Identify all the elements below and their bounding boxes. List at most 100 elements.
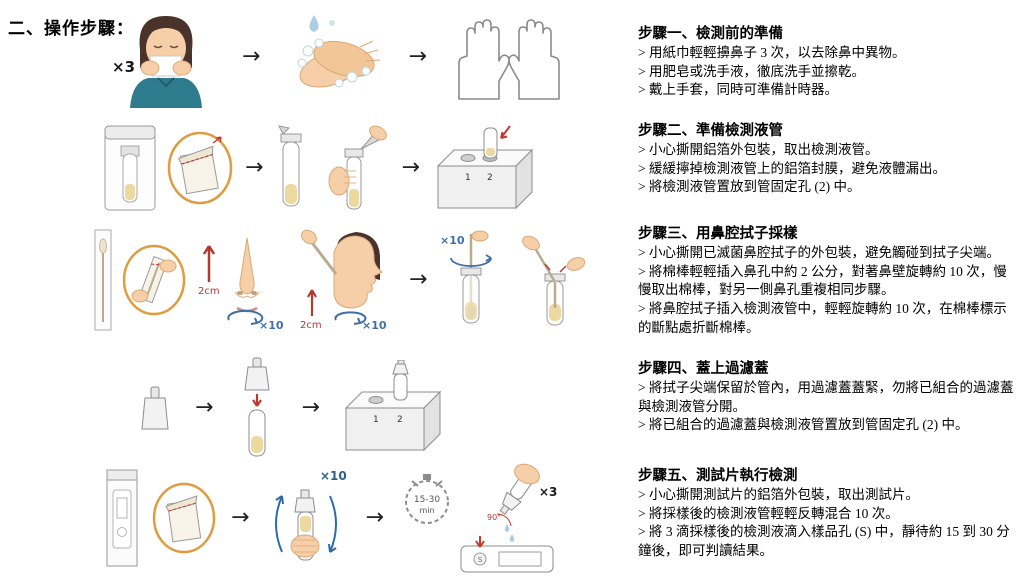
cassette-pouch: [106, 469, 138, 567]
slot1-label: 1: [373, 415, 379, 425]
step1-line: > 用肥皂或洗手液，徹底洗手並擦乾。: [638, 63, 865, 79]
step3-title: 步驟三、用鼻腔拭子採樣: [638, 226, 798, 242]
step2-illustration-row: → → 1 2: [103, 122, 534, 214]
step4-title: 步驟四、蓋上過濾蓋: [638, 361, 769, 377]
rotate-arrow-icon: [450, 254, 493, 267]
step3-line: > 將棉棒輕輕插入鼻孔中約 2 公分，對著鼻壁旋轉約 10 次，慢慢取出棉棒，對…: [638, 263, 1007, 298]
flow-arrow: →: [245, 155, 264, 180]
place-arrow-icon: [499, 125, 511, 139]
step4-line: > 將拭子尖端保留於管內，用過濾蓋蓋緊，勿將已組合的過濾蓋與檢測液管分開。: [638, 380, 1014, 414]
step5-line: > 將 3 滴採樣後的檢測液滴入樣品孔 (S) 中，靜待約 15 到 30 分鐘…: [638, 524, 1010, 558]
insert-swab-profile: 2cm ×10: [300, 229, 387, 332]
flow-arrow: →: [231, 505, 250, 530]
nose: [239, 237, 255, 295]
test-cassette: S: [460, 536, 554, 573]
solution-tube-foil: [278, 125, 302, 207]
water-drop-icon: [309, 15, 319, 32]
flow-arrow: →: [401, 155, 420, 180]
flow-arrow: →: [408, 44, 427, 69]
rotate-times-label: ×10: [440, 234, 465, 247]
step1-text: 步驟一、檢測前的準備 > 用紙巾輕輕擤鼻子 3 次，以去除鼻中異物。 > 用肥皂…: [638, 22, 1020, 100]
dropping-hand: ×3 90°: [487, 463, 557, 542]
page-title: 二、操作步驟：: [8, 19, 134, 38]
slot2-label: 2: [487, 173, 493, 183]
step2-line: > 將檢測液管置放到管固定孔 (2) 中。: [638, 179, 861, 195]
slot2-label: 2: [397, 415, 403, 425]
gloves-illustration: [458, 19, 560, 100]
step1-title: 步驟一、檢測前的準備: [638, 26, 783, 42]
flow-arrow: →: [409, 267, 428, 292]
instruction-text-column: 步驟一、檢測前的準備 > 用紙巾輕輕擤鼻子 3 次，以去除鼻中異物。 > 用肥皂…: [638, 0, 1020, 584]
step5-title: 步驟五、測試片執行檢測: [638, 468, 798, 484]
step5-text: 步驟五、測試片執行檢測 > 小心撕開測試片的鋁箔外包裝，取出測試片。 > 將採樣…: [638, 464, 1020, 561]
flow-arrow: →: [365, 505, 384, 530]
rotate-times-label: ×10: [362, 319, 387, 332]
open-swab-magnified: [122, 244, 186, 316]
timer-unit-label: min: [419, 506, 434, 515]
step1-line: > 戴上手套，同時可準備計時器。: [638, 82, 838, 98]
stand-with-capped-tube: 1 2: [344, 360, 442, 452]
open-cassette-magnified: [152, 482, 216, 554]
flow-arrow: →: [301, 395, 320, 420]
step5-line: > 小心撕開測試片的鋁箔外包裝，取出測試片。: [638, 487, 919, 502]
angle-label: 90°: [487, 513, 501, 522]
depth-label: 2cm: [198, 286, 220, 297]
blow-times-label: ×3: [112, 58, 135, 76]
drip-arrow-icon: [475, 536, 485, 548]
slot1-label: 1: [465, 173, 471, 183]
filter-cap: [141, 386, 169, 430]
step3-illustration-row: 2cm ×10 2cm ×10 → ×10: [93, 228, 597, 332]
cap-tube-assembly: [244, 357, 271, 457]
step3-line: > 小心撕開已滅菌鼻腔拭子的外包裝，避免觸碰到拭子尖端。: [638, 245, 1000, 260]
tear-arrow-icon: [212, 136, 222, 144]
press-arrow-icon: [252, 394, 263, 407]
drop-icon: [504, 524, 510, 532]
rotate-arrow-icon: [227, 309, 264, 325]
swab: [308, 239, 338, 275]
step5-illustration-row: → ×10 → 15-30 min: [105, 462, 559, 574]
flow-arrow: →: [242, 44, 261, 69]
step1-line: > 用紙巾輕輕擤鼻子 3 次，以去除鼻中異物。: [638, 45, 906, 60]
soap-bubbles: [297, 38, 371, 88]
step3-line: > 將鼻腔拭子插入檢測液管中，輕輕旋轉約 10 次，在棉棒標示的斷點處折斷棉棒。: [638, 300, 1007, 335]
step3-text: 步驟三、用鼻腔拭子採樣 > 小心撕開已滅菌鼻腔拭子的外包裝，避免觸碰到拭子尖端。…: [638, 222, 1020, 337]
invert-times-label: ×10: [320, 469, 347, 483]
depth-arrow-icon: [307, 289, 317, 316]
step2-title: 步驟二、準備檢測液管: [638, 123, 783, 139]
flow-arrow: →: [195, 395, 214, 420]
angle-arc-icon: [496, 513, 512, 527]
timer-icon: 15-30 min: [404, 474, 449, 524]
nose-depth-rotation-diagram: 2cm ×10: [198, 237, 284, 330]
tear-line: [181, 154, 213, 165]
rotate-times-label: ×10: [259, 319, 284, 330]
step4-text: 步驟四、蓋上過濾蓋 > 將拭子尖端保留於管內，用過濾蓋蓋緊，勿將已組合的過濾蓋與…: [638, 357, 1020, 435]
invert-arrow-icon: [275, 495, 285, 553]
break-swab: [522, 235, 586, 326]
swab-wrapper: [94, 229, 112, 331]
step2-line: > 緩緩擰掉檢測液管上的鋁箔封膜，避免液體漏出。: [638, 160, 946, 176]
open-pack-magnified: [167, 131, 233, 205]
blow-nose-illustration: ×3: [112, 16, 202, 108]
depth-label: 2cm: [300, 320, 322, 331]
step5-line: > 將採樣後的檢測液管輕輕反轉混合 10 次。: [638, 505, 899, 521]
drop-icon: [509, 534, 515, 542]
rotate-arrow-icon: [334, 311, 367, 325]
step4-illustration-row: → → 1 2: [135, 356, 444, 460]
drip-and-read: 15-30 min ×3 90° S: [404, 463, 557, 573]
depth-arrow-icon: [202, 245, 216, 282]
face-profile: [333, 235, 383, 309]
invert-mix-tube: ×10: [275, 469, 347, 561]
drops-label: ×3: [539, 485, 557, 499]
tube-blister-pack: [104, 125, 156, 211]
step4-line: > 將已組合的過濾蓋與檢測液管置放到管固定孔 (2) 中。: [638, 417, 969, 433]
step2-line: > 小心撕開鋁箔外包裝，取出檢測液管。: [638, 142, 879, 157]
break-marks: [544, 263, 567, 273]
invert-arrow-icon: [328, 495, 338, 553]
peel-foil-hands: [328, 125, 388, 210]
step1-illustration-row: ×3 → →: [100, 6, 573, 108]
step2-text: 步驟二、準備檢測液管 > 小心撕開鋁箔外包裝，取出檢測液管。 > 緩緩擰掉檢測液…: [638, 119, 1020, 197]
rotate-swab-in-tube: ×10: [440, 230, 493, 324]
wash-hands-illustration: [297, 15, 381, 88]
tube-stand: 1 2: [436, 125, 534, 210]
